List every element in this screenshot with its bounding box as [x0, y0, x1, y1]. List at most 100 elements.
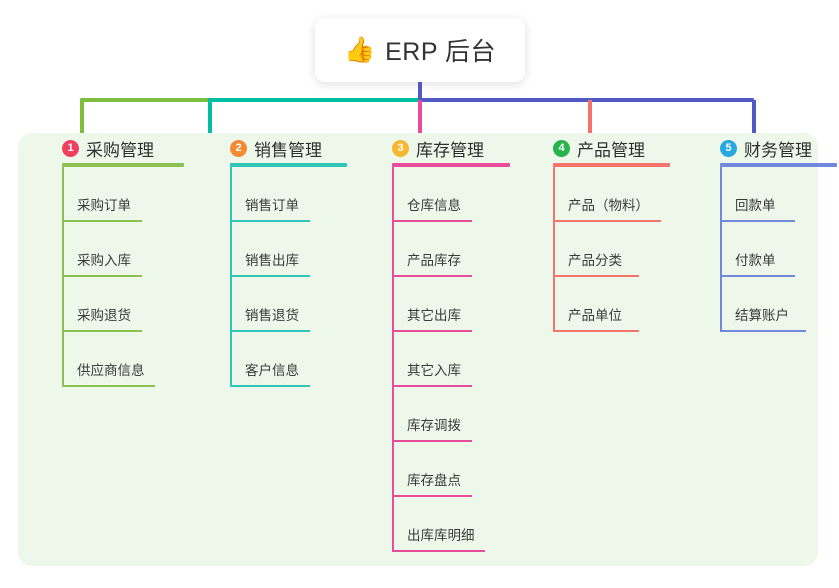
leaf-underline — [720, 275, 795, 277]
leaf-item-label: 采购退货 — [77, 308, 131, 323]
leaf-underline — [230, 220, 310, 222]
column-title: 财务管理 — [744, 140, 812, 160]
leaf-item-label: 回款单 — [735, 198, 776, 213]
leaf-underline — [62, 330, 142, 332]
leaf-item-label: 仓库信息 — [407, 198, 461, 213]
leaf-item[interactable]: 产品（物料） — [553, 167, 670, 222]
leaf-item[interactable]: 库存调拨 — [392, 387, 510, 442]
leaf-item[interactable]: 采购订单 — [62, 167, 184, 222]
leaf-item-label: 采购订单 — [77, 198, 131, 213]
leaf-item[interactable]: 采购入库 — [62, 222, 184, 277]
leaf-item[interactable]: 产品单位 — [553, 277, 670, 332]
leaf-item[interactable]: 库存盘点 — [392, 442, 510, 497]
connector-drop-finance — [752, 100, 756, 138]
root-node[interactable]: 👍 ERP 后台 — [315, 18, 525, 82]
leaf-underline — [230, 275, 310, 277]
column-header[interactable]: 2 销售管理 — [208, 133, 347, 163]
column-number-badge: 2 — [230, 139, 247, 157]
column-header[interactable]: 1 采购管理 — [40, 133, 184, 163]
leaf-item-label: 销售订单 — [245, 198, 299, 213]
leaf-item-label: 结算账户 — [735, 308, 789, 323]
column-title: 采购管理 — [86, 140, 154, 160]
leaf-underline — [392, 220, 472, 222]
column-销售管理: 2 销售管理销售订单销售出库销售退货客户信息 — [208, 133, 347, 387]
column-header[interactable]: 3 库存管理 — [370, 133, 510, 163]
leaf-list: 回款单付款单结算账户 — [720, 167, 837, 332]
leaf-underline — [553, 330, 639, 332]
leaf-item-label: 其它出库 — [407, 308, 461, 323]
leaf-item[interactable]: 销售订单 — [230, 167, 347, 222]
column-title: 产品管理 — [577, 140, 645, 160]
connector-root-stem — [418, 82, 422, 100]
leaf-underline — [720, 330, 806, 332]
column-number-badge: 3 — [392, 139, 409, 157]
leaf-item-label: 产品单位 — [568, 308, 622, 323]
leaf-underline — [230, 385, 310, 387]
leaf-item[interactable]: 回款单 — [720, 167, 837, 222]
root-title: ERP 后台 — [385, 38, 497, 66]
column-underline — [230, 163, 347, 167]
leaf-item[interactable]: 出库库明细 — [392, 497, 510, 552]
connector-drop-product — [588, 100, 592, 138]
leaf-item[interactable]: 结算账户 — [720, 277, 837, 332]
connector-drop-inventory — [418, 100, 422, 138]
leaf-item[interactable]: 付款单 — [720, 222, 837, 277]
leaf-list: 销售订单销售出库销售退货客户信息 — [230, 167, 347, 387]
leaf-item-label: 采购入库 — [77, 253, 131, 268]
leaf-underline — [230, 330, 310, 332]
column-header[interactable]: 4 产品管理 — [531, 133, 670, 163]
column-title: 库存管理 — [416, 140, 484, 160]
leaf-underline — [720, 220, 795, 222]
leaf-item[interactable]: 产品库存 — [392, 222, 510, 277]
leaf-list: 采购订单采购入库采购退货供应商信息 — [62, 167, 184, 387]
leaf-underline — [392, 330, 472, 332]
leaf-item[interactable]: 销售出库 — [230, 222, 347, 277]
leaf-spine — [62, 167, 64, 387]
leaf-item-label: 销售出库 — [245, 253, 299, 268]
column-underline — [62, 163, 184, 167]
leaf-list: 仓库信息产品库存其它出库其它入库库存调拨库存盘点出库库明细 — [392, 167, 510, 552]
leaf-item[interactable]: 其它出库 — [392, 277, 510, 332]
leaf-underline — [62, 385, 155, 387]
leaf-item-label: 付款单 — [735, 253, 776, 268]
leaf-spine — [720, 167, 722, 332]
column-number-badge: 4 — [553, 139, 570, 157]
leaf-spine — [392, 167, 394, 552]
leaf-item-label: 出库库明细 — [407, 528, 475, 543]
leaf-item[interactable]: 采购退货 — [62, 277, 184, 332]
leaf-underline — [392, 550, 485, 552]
leaf-spine — [553, 167, 555, 332]
diagram-panel: 1 采购管理采购订单采购入库采购退货供应商信息 2 销售管理销售订单销售出库销售退货客… — [18, 133, 837, 566]
connector-drop-sales — [208, 100, 212, 138]
leaf-item[interactable]: 客户信息 — [230, 332, 347, 387]
leaf-item[interactable]: 仓库信息 — [392, 167, 510, 222]
leaf-item-label: 销售退货 — [245, 308, 299, 323]
connector-drop-purchase — [80, 100, 84, 138]
leaf-underline — [392, 275, 472, 277]
leaf-item[interactable]: 销售退货 — [230, 277, 347, 332]
leaf-underline — [392, 440, 472, 442]
leaf-item[interactable]: 产品分类 — [553, 222, 670, 277]
leaf-item-label: 库存盘点 — [407, 473, 461, 488]
leaf-item-label: 供应商信息 — [77, 363, 145, 378]
thumbs-up-icon: 👍 — [343, 35, 376, 64]
connector-left-green — [80, 98, 210, 102]
column-title: 销售管理 — [254, 140, 322, 160]
leaf-item-label: 产品库存 — [407, 253, 461, 268]
leaf-item-label: 其它入库 — [407, 363, 461, 378]
column-产品管理: 4 产品管理产品（物料） 产品分类产品单位 — [531, 133, 670, 332]
connector-mid-teal — [208, 98, 420, 102]
leaf-underline — [62, 275, 142, 277]
leaf-underline — [553, 220, 661, 222]
leaf-item-label: 产品分类 — [568, 253, 622, 268]
column-number-badge: 1 — [62, 139, 79, 157]
leaf-item[interactable]: 其它入库 — [392, 332, 510, 387]
leaf-item-label: 产品（物料） — [568, 198, 649, 213]
leaf-list: 产品（物料） 产品分类产品单位 — [553, 167, 670, 332]
leaf-item-label: 库存调拨 — [407, 418, 461, 433]
leaf-item-label: 客户信息 — [245, 363, 299, 378]
leaf-item[interactable]: 供应商信息 — [62, 332, 184, 387]
leaf-underline — [392, 385, 472, 387]
